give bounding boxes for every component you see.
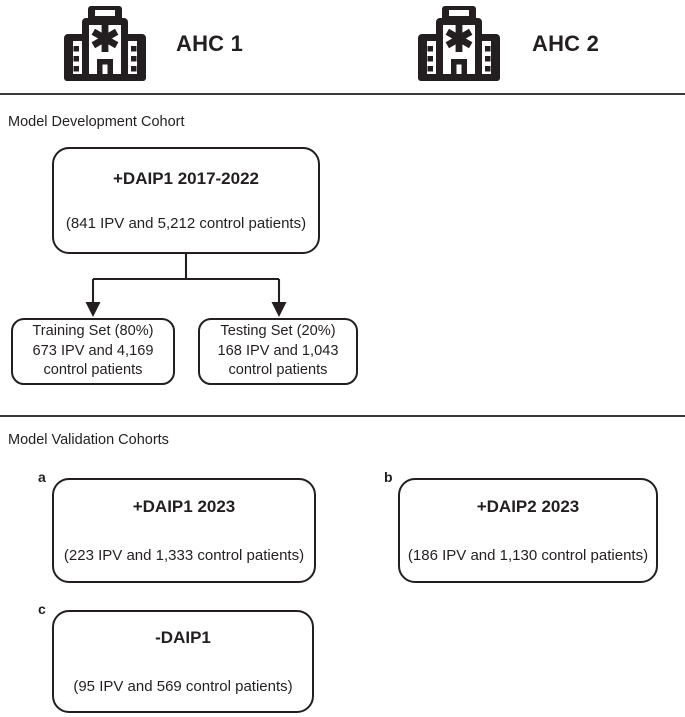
- validation-box-a: +DAIP1 2023 (223 IPV and 1,333 control p…: [52, 478, 316, 583]
- split-box-line-2: 168 IPV and 1,043: [217, 342, 339, 359]
- cohort-box-development: +DAIP1 2017-2022 (841 IPV and 5,212 cont…: [52, 147, 320, 254]
- validation-box-title: -DAIP1: [155, 628, 211, 647]
- validation-box-title: +DAIP1 2023: [132, 497, 236, 516]
- validation-box-title: +DAIP2 2023: [476, 497, 580, 516]
- section-caption-validation: Model Validation Cohorts: [8, 432, 169, 448]
- split-box-line-2: 673 IPV and 4,169: [32, 342, 154, 359]
- split-box-training: Training Set (80%) 673 IPV and 4,169 con…: [11, 318, 175, 385]
- hospital-icon: [418, 4, 500, 82]
- ahc-site-label-1: AHC 1: [176, 31, 244, 56]
- split-box-line-1: Testing Set (20%): [220, 323, 336, 340]
- validation-box-subtitle: (223 IPV and 1,333 control patients): [63, 547, 305, 564]
- split-box-line-1: Training Set (80%): [32, 323, 154, 340]
- section-caption-development: Model Development Cohort: [8, 114, 185, 130]
- panel-letter-b: b: [384, 469, 393, 485]
- validation-box-c: -DAIP1 (95 IPV and 569 control patients): [52, 610, 314, 713]
- validation-box-b: +DAIP2 2023 (186 IPV and 1,130 control p…: [398, 478, 658, 583]
- arrowhead-testing: [271, 302, 287, 317]
- ahc-site-label-2: AHC 2: [532, 31, 600, 56]
- section-divider-top: [0, 93, 685, 95]
- cohort-box-subtitle: (841 IPV and 5,212 control patients): [65, 215, 307, 232]
- split-box-testing: Testing Set (20%) 168 IPV and 1,043 cont…: [198, 318, 358, 385]
- arrowhead-training: [85, 302, 101, 317]
- split-box-line-3: control patients: [43, 362, 143, 379]
- hospital-icon: [64, 4, 146, 82]
- panel-letter-c: c: [38, 601, 46, 617]
- section-divider-middle: [0, 415, 685, 417]
- split-box-line-3: control patients: [228, 362, 328, 379]
- cohort-box-title: +DAIP1 2017-2022: [112, 169, 260, 188]
- validation-box-subtitle: (186 IPV and 1,130 control patients): [407, 547, 649, 564]
- panel-letter-a: a: [38, 469, 46, 485]
- validation-box-subtitle: (95 IPV and 569 control patients): [73, 678, 293, 695]
